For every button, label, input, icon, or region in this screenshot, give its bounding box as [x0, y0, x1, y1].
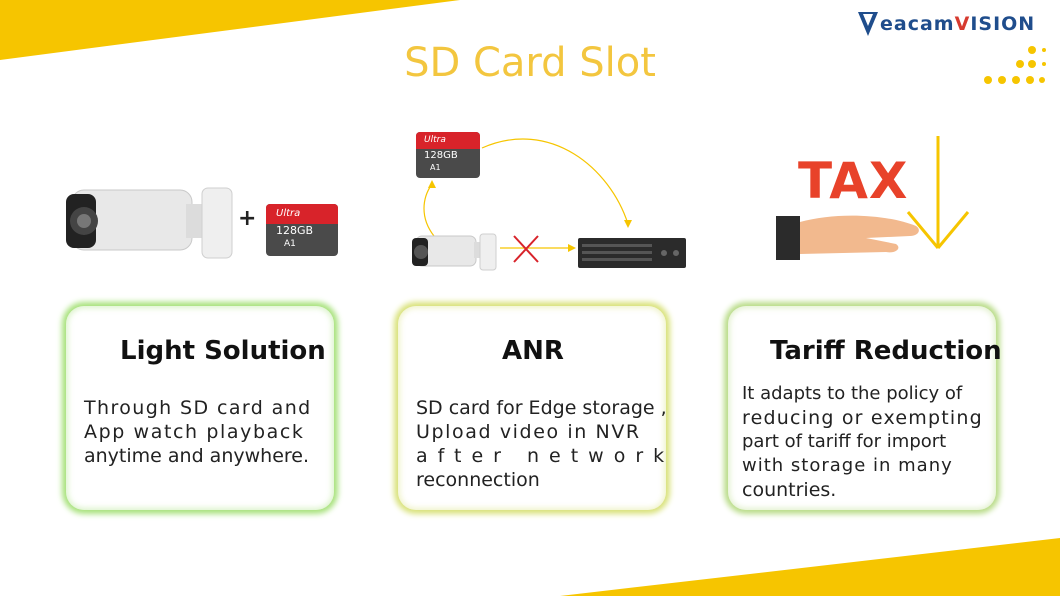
plus-sign: +: [238, 206, 257, 231]
anr-flow-arrows: [423, 138, 632, 263]
nvr-recorder-icon: [578, 238, 686, 268]
feature-card-light-solution: Light Solution Through SD card and App w…: [66, 306, 334, 510]
feature-card-anr: ANR SD card for Edge storage , Upload vi…: [398, 306, 675, 510]
top-yellow-stripe: [0, 0, 460, 60]
down-arrow-icon: [906, 136, 970, 249]
sd-card-icon: Ultra 128GB A1: [266, 204, 338, 256]
feature-description: SD card for Edge storage , Upload video …: [416, 397, 675, 491]
brand-v-emblem-icon: [858, 12, 878, 36]
feature-description: Through SD card and App watch playback a…: [84, 397, 312, 467]
brand-name: eacamVISION: [880, 13, 1036, 35]
bottom-yellow-stripe: [560, 538, 1060, 596]
illustration-light-solution: + Ultra 128GB A1: [66, 180, 346, 270]
bullet-camera-small-icon: [412, 233, 497, 271]
sd-card-small-icon: Ultra 128GB A1: [416, 132, 480, 178]
brand-logo: eacamVISION: [856, 10, 1056, 40]
hand-icon: [776, 215, 919, 260]
illustration-tariff: TAX: [776, 134, 976, 264]
bullet-camera-icon: [66, 187, 233, 259]
decorative-dots: [984, 46, 1046, 84]
feature-title: Tariff Reduction: [770, 336, 1002, 366]
feature-card-tariff-reduction: Tariff Reduction It adapts to the policy…: [728, 306, 1002, 510]
feature-description: It adapts to the policy of reducing or e…: [742, 383, 983, 501]
feature-title: Light Solution: [120, 336, 326, 366]
tax-label: TAX: [798, 152, 909, 210]
illustration-anr: Ultra 128GB A1: [410, 128, 690, 276]
feature-title: ANR: [502, 336, 564, 366]
page-title: SD Card Slot: [404, 40, 656, 86]
